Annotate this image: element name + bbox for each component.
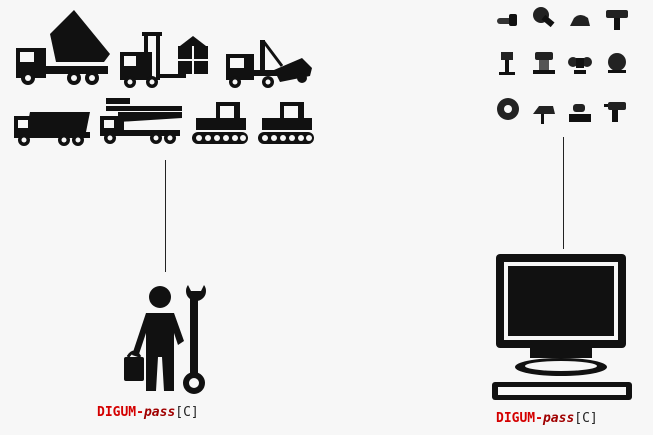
caption-pass: pass: [143, 405, 176, 420]
bulldozer-icon: [256, 100, 316, 148]
caption-brand: DIGUM: [496, 411, 536, 426]
computer-monitor-icon: [490, 252, 635, 402]
sander-icon: [567, 100, 591, 124]
left-connector-line: [165, 160, 166, 272]
concrete-mixer-icon: [604, 50, 628, 74]
chainsaw-icon: [495, 8, 519, 32]
caption-suffix: [C]: [574, 411, 598, 426]
angle-grinder-icon: [532, 6, 556, 30]
tow-truck-icon: [224, 40, 316, 90]
caption-suffix: [C]: [175, 405, 199, 420]
mining-truck-icon: [12, 106, 92, 148]
crawler-tractor-icon: [190, 100, 250, 148]
mechanic-with-wrench-icon: [122, 283, 212, 398]
dump-truck-icon: [12, 6, 110, 86]
bench-grinder-icon: [567, 50, 592, 74]
left-caption: DIGUM-pass[C]: [97, 405, 199, 420]
impact-drill-icon: [604, 6, 628, 30]
circular-saw-icon: [495, 96, 519, 120]
forklift-icon: [118, 28, 210, 88]
jigsaw-icon: [531, 100, 555, 124]
drill-press-icon: [495, 50, 519, 75]
crane-truck-icon: [98, 96, 184, 148]
planer-icon: [568, 8, 592, 32]
right-connector-line: [563, 137, 564, 249]
cordless-drill-icon: [604, 98, 628, 122]
caption-brand: DIGUM: [97, 405, 137, 420]
bench-lathe-icon: [531, 50, 555, 74]
caption-pass: pass: [542, 411, 575, 426]
right-caption: DIGUM-pass[C]: [496, 411, 598, 426]
